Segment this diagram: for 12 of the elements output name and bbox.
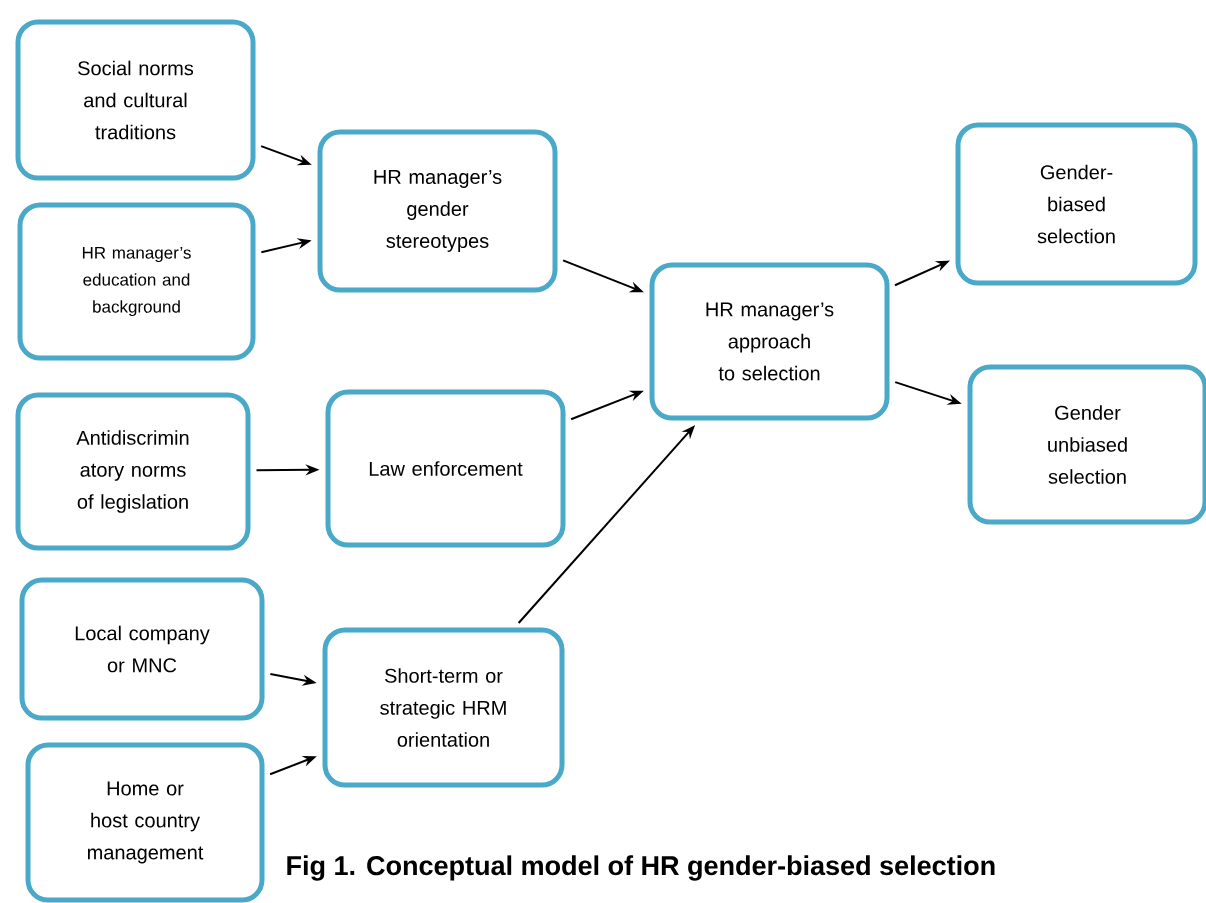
- process-box: Law enforcement: [325, 389, 566, 548]
- process-box: HR manager’s gender stereotypes: [317, 129, 558, 293]
- process-box: Home or host country management: [25, 742, 265, 903]
- process-box: Gender unbiased selection: [967, 364, 1206, 525]
- process-box: HR manager’s education and background: [17, 202, 256, 361]
- process-box: Antidiscrimin atory norms of legislation: [15, 392, 251, 551]
- process-box: Short-term or strategic HRM orientation: [322, 627, 565, 788]
- process-box: HR manager’s approach to selection: [649, 262, 890, 421]
- process-box: Social norms and cultural traditions: [15, 19, 256, 181]
- process-box: Gender-biased selection: [955, 122, 1198, 286]
- caption: Fig 1. Conceptual model of HR gender-biased selection: [287, 855, 995, 881]
- process-box: Local company or MNC: [19, 577, 265, 721]
